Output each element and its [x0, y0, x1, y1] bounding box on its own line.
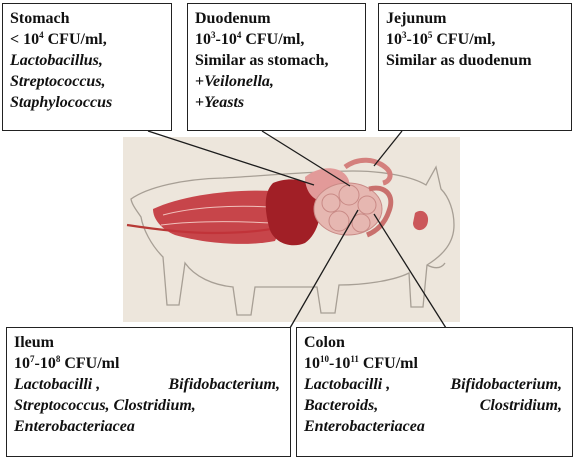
stomach-bacteria-1: Lactobacillus,: [10, 50, 171, 71]
ileum-count: 107-108 CFU/ml: [14, 353, 290, 374]
pig-illustration: [123, 137, 460, 322]
duodenum-label-box: Duodenum 103-104 CFU/ml, Similar as stom…: [187, 3, 366, 131]
colon-bacteria-row-1: Lactobacilli ,Bifidobacterium,: [304, 374, 572, 395]
colon-count: 1010-1011 CFU/ml: [304, 353, 572, 374]
colon-bacteria-row-2: Bacteroids,Clostridium,: [304, 395, 572, 416]
duodenum-count: 103-104 CFU/ml,: [195, 29, 365, 50]
ileum-bacteria-row-1: Lactobacilli ,Bifidobacterium,: [14, 374, 290, 395]
stomach-bacteria-3: Staphylococcus: [10, 92, 171, 113]
ileum-title: Ileum: [14, 332, 290, 353]
jejunum-title: Jejunum: [386, 8, 571, 29]
colon-label-box: Colon 1010-1011 CFU/ml Lactobacilli ,Bif…: [296, 327, 573, 457]
stomach-count: < 104 CFU/ml,: [10, 29, 171, 50]
duodenum-extra-1: +Veilonella,: [195, 71, 365, 92]
ileum-bacteria-row-2: Streptococcus, Clostridium,: [14, 395, 290, 416]
jejunum-count: 103-105 CFU/ml,: [386, 29, 571, 50]
stomach-title: Stomach: [10, 8, 171, 29]
colon-bacteria-row-3: Enterobacteriacea: [304, 416, 572, 437]
colon-title: Colon: [304, 332, 572, 353]
ileum-label-box: Ileum 107-108 CFU/ml Lactobacilli ,Bifid…: [6, 327, 291, 457]
stomach-bacteria-2: Streptococcus,: [10, 71, 171, 92]
duodenum-extra-2: +Yeasts: [195, 92, 365, 113]
ileum-bacteria-row-3: Enterobacteriacea: [14, 416, 290, 437]
jejunum-label-box: Jejunum 103-105 CFU/ml, Similar as duode…: [378, 3, 572, 131]
stomach-label-box: Stomach < 104 CFU/ml, Lactobacillus, Str…: [2, 3, 172, 131]
duodenum-title: Duodenum: [195, 8, 365, 29]
duodenum-note: Similar as stomach,: [195, 50, 365, 71]
jejunum-note: Similar as duodenum: [386, 50, 571, 71]
